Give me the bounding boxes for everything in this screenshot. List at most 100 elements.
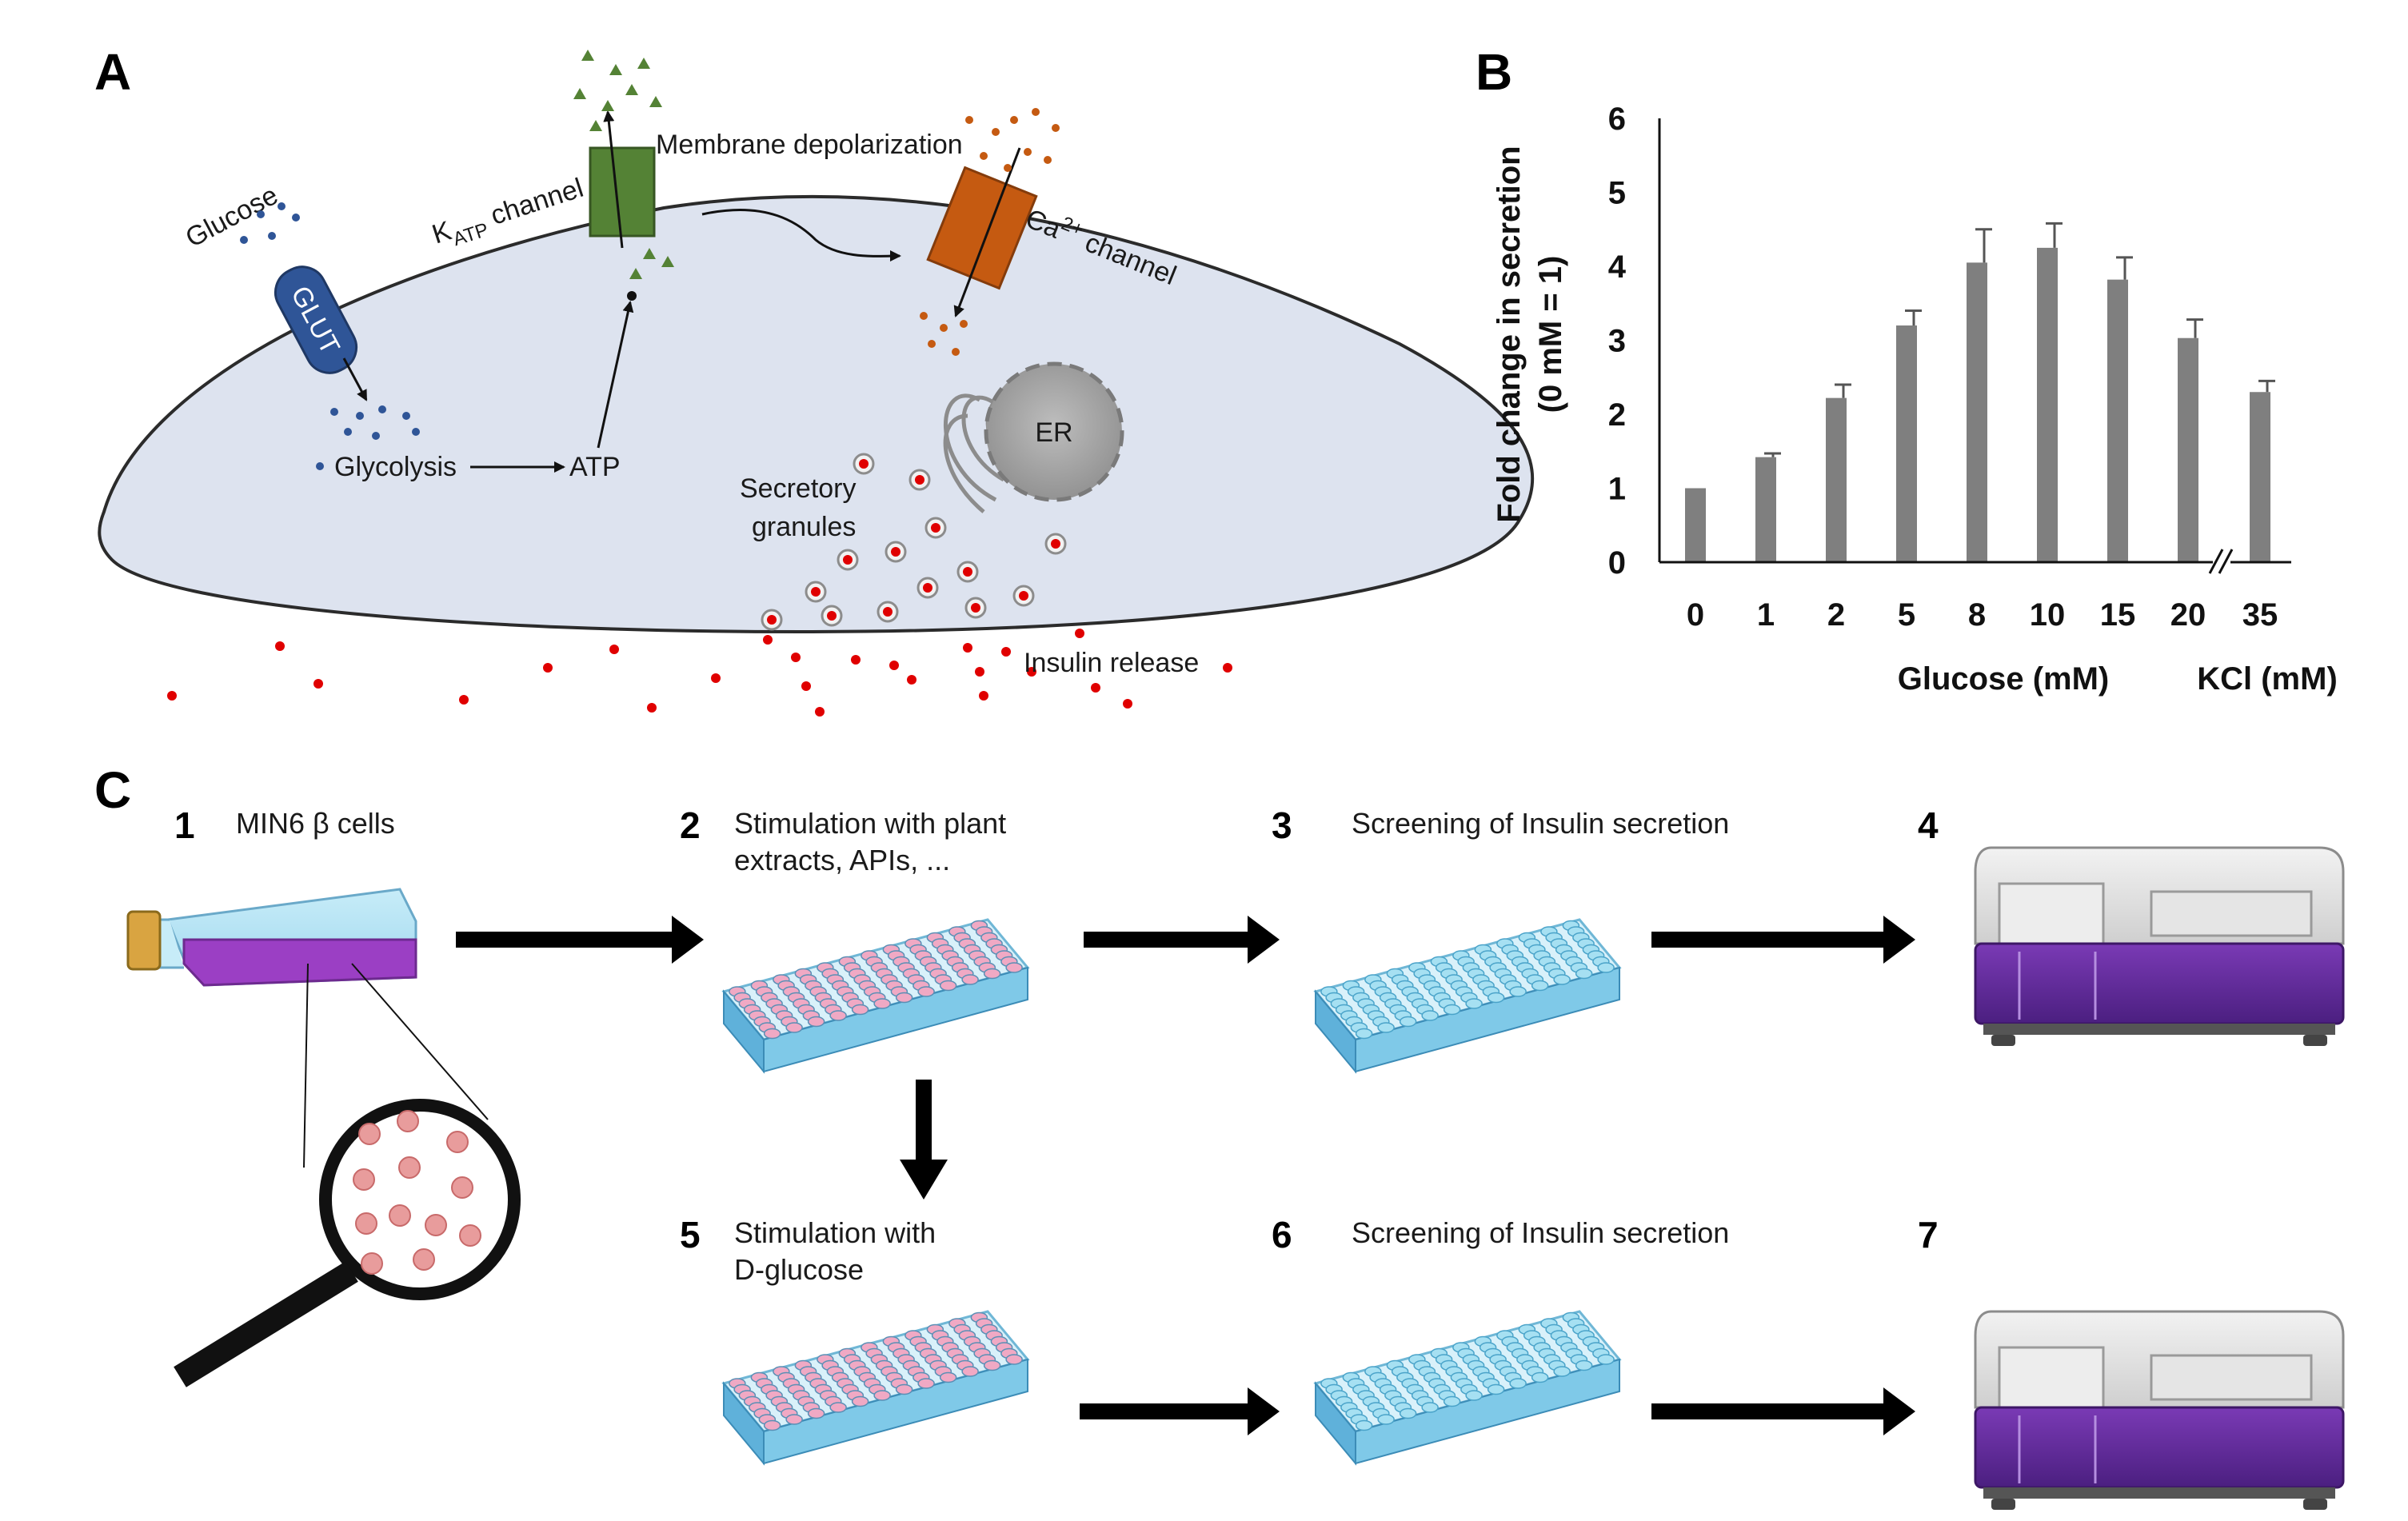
plate-well [917,986,935,997]
chart-x-tick-label: 0 [1687,597,1704,633]
chart-bar [1967,262,1987,562]
atp-binding-point [627,291,637,301]
plate-well [1443,1395,1461,1407]
chart-x-tick-label: 8 [1968,597,1986,633]
glycolysis-label: Glycolysis [334,452,457,482]
chart-x-tick-label: 10 [2030,597,2066,633]
plate-reader-2 [1974,1310,2345,1510]
magnifier-icon [174,1099,521,1387]
zoom-line-right [351,963,489,1120]
plate-well [851,1395,869,1407]
chart-bar [2037,247,2058,562]
chart-bar [1826,397,1847,562]
step-3-text: Screening of Insulin secretion [1352,807,1729,840]
plate-well [1575,968,1593,980]
chart-y-tick-label: 4 [1608,250,1627,285]
plate-well [873,998,891,1009]
step-2-number: 2 [680,804,701,846]
plate-well [1487,1383,1505,1395]
arrow-3-to-4 [1651,916,1915,964]
plate-well [895,1383,913,1395]
plate-well [785,1414,803,1425]
plate-well [983,1359,1001,1371]
chart-y-label-1: Fold change in secretion [1492,146,1527,522]
plate-well [807,1016,825,1028]
plate-well [1487,992,1505,1004]
er-organelle [984,361,1124,502]
plate-well [829,1402,847,1413]
panel-c: C 1 MIN6 β cells [94,761,2345,1510]
depolarization-arrow [701,208,901,262]
plate-well [1377,1414,1395,1425]
atp-arrow [597,301,634,449]
arrow-1-to-2 [456,916,704,964]
arrow-6-to-7 [1651,1387,1915,1435]
step-6-number: 6 [1272,1214,1292,1256]
glucose-label: Glucose [181,180,283,254]
insulin-release-label: Insulin release [1024,648,1199,678]
atp-label: ATP [569,452,621,482]
plate-well [1553,974,1571,985]
chart-y-tick-label: 2 [1608,397,1626,433]
arrow-5-to-6 [1080,1387,1280,1435]
plate-well [1399,1016,1417,1028]
chart-x-tick-label: 15 [2100,597,2136,633]
plate-well [939,980,957,992]
er-label: ER [1035,417,1072,448]
flow-arrows [456,916,1915,1435]
chart-y-tick-label: 1 [1608,472,1626,507]
plate-well [1399,1407,1417,1419]
well-plate-screening [1314,918,1621,1073]
plate-well [1005,962,1023,973]
plate-well [1553,1366,1571,1377]
calcium-dots [920,108,1060,356]
plate-well [807,1407,825,1419]
culture-flask [126,888,417,987]
plate-well [1377,1022,1395,1033]
panel-c-label: C [94,761,131,819]
zoom-line-left [303,963,309,1168]
arrow-2-to-5 [900,1080,948,1200]
plate-well [851,1004,869,1016]
plate-well [763,1028,781,1040]
potassium-dots [573,50,674,279]
released-insulin [167,629,1232,717]
step-4-number: 4 [1918,804,1939,846]
chart-x-label-glucose: Glucose (mM) [1898,661,2109,697]
step-5-text-2: D-glucose [734,1253,864,1286]
calcium-channel [926,166,1038,290]
axis-break-mark [2208,549,2234,575]
plate-well [1355,1419,1373,1431]
plate-well [1531,1371,1549,1383]
plate-well [1421,1010,1439,1021]
chart-y-tick-label: 5 [1608,176,1626,211]
plate-well [1509,1378,1527,1389]
chart-x-tick-label: 35 [2242,597,2278,633]
chart-y-tick-label: 3 [1608,324,1626,359]
plate-well [1465,1390,1483,1401]
chart-bar [2107,279,2128,562]
plate-well [1443,1004,1461,1016]
chart-bar [1685,488,1706,562]
glucose-dots-inside [316,405,420,470]
chart-x-label-kcl: KCl (mM) [2197,661,2338,697]
plate-well [1597,1354,1615,1365]
plate-well [763,1419,781,1431]
chart-y-label-2: (0 mM = 1) [1533,256,1568,413]
granules-label-2: granules [752,512,856,542]
plate-well [1509,986,1527,997]
plate-reader-1 [1974,846,2345,1046]
well-plate-screening-2 [1314,1310,1621,1465]
arrow-2-to-3 [1084,916,1280,964]
panel-a-label: A [94,43,131,101]
plate-well [829,1010,847,1021]
plate-well [939,1371,957,1383]
plate-well [917,1378,935,1389]
glut-arrow [342,357,368,401]
step-6-text: Screening of Insulin secretion [1352,1216,1729,1249]
plate-well [983,968,1001,980]
plate-well [1465,998,1483,1009]
secretory-granules [761,453,1067,631]
step-5-number: 5 [680,1214,701,1256]
